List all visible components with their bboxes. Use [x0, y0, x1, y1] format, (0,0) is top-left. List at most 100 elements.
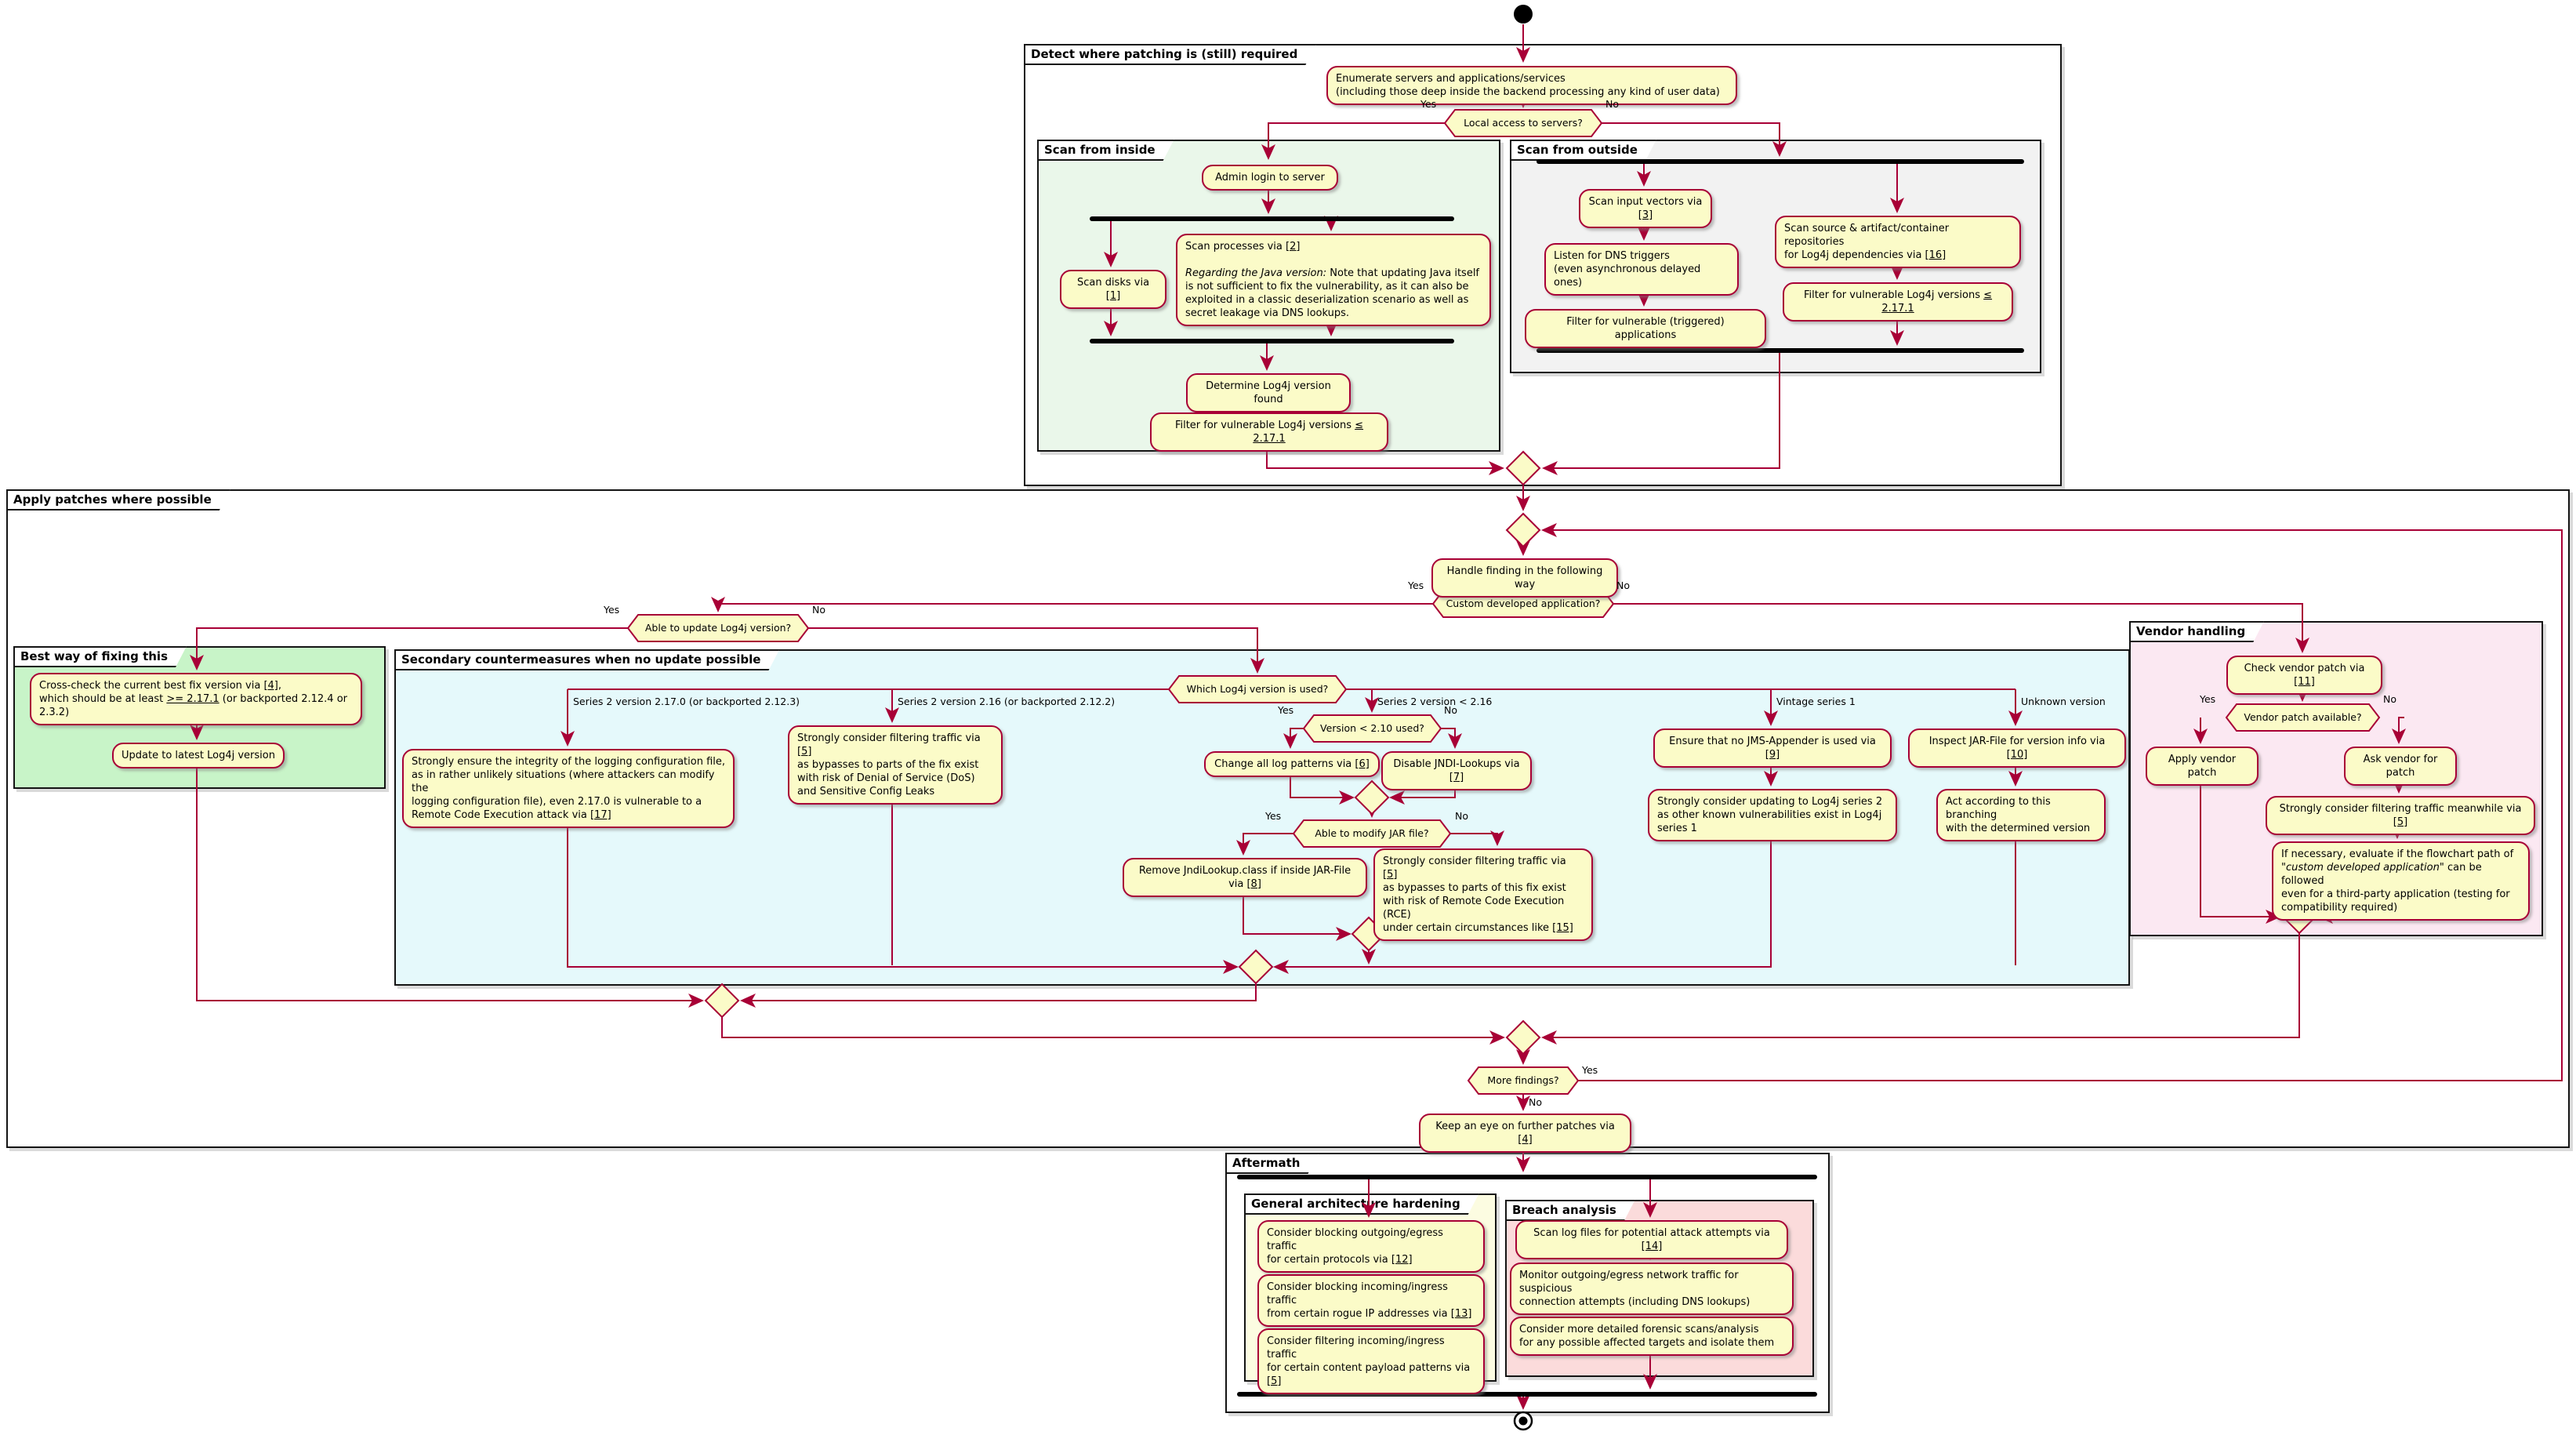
edge-label-able-no: No [812, 604, 825, 616]
edge-label-findings-no: No [1529, 1096, 1542, 1108]
decision-vendor-avail: Vendor patch available? [2244, 711, 2362, 723]
node-scan-input: Scan input vectors via [3] [1579, 189, 1712, 228]
edge-label-able-yes: Yes [604, 604, 620, 616]
start-node [1514, 5, 1533, 24]
reference-link[interactable]: [12] [1391, 1254, 1413, 1266]
node-filter-triggered: Filter for vulnerable (triggered) applic… [1525, 309, 1766, 348]
node-block-ingress: Consider blocking incoming/ingress traff… [1257, 1274, 1485, 1327]
node-scan-disks: Scan disks via [1] [1060, 270, 1166, 309]
reference-link[interactable]: [8] [1246, 878, 1261, 890]
edge-label-vendor-yes: Yes [2200, 693, 2216, 705]
decision-custom-app: Custom developed application? [1446, 598, 1601, 609]
reference-link[interactable]: [5] [2393, 816, 2408, 828]
reference-link[interactable]: [7] [1449, 772, 1464, 783]
node-scan-source: Scan source & artifact/container reposit… [1775, 216, 2021, 268]
partition-title-detect: Detect where patching is (still) require… [1024, 44, 1316, 65]
node-remove-jndilookup: Remove JndiLookup.class if inside JAR-Fi… [1123, 858, 1367, 897]
node-disable-jndi: Disable JNDI-Lookups via [7] [1381, 751, 1532, 790]
node-filter-outside: Filter for vulnerable Log4j versions ≤ 2… [1783, 282, 2013, 322]
edge-label-findings-yes: Yes [1582, 1064, 1598, 1076]
decision-local-access: Local access to servers? [1464, 117, 1583, 129]
reference-link[interactable]: ≤ 2.17.1 [1881, 289, 1993, 314]
reference-link[interactable]: [5] [1267, 1375, 1282, 1387]
edge-label-vendor-no: No [2383, 693, 2396, 705]
reference-link[interactable]: [13] [1450, 1308, 1472, 1320]
node-admin-login: Admin login to server [1202, 165, 1338, 191]
node-handle-finding: Handle finding in the following way [1431, 558, 1618, 598]
partition-title-hardening: General architecture hardening [1244, 1193, 1479, 1215]
reference-link[interactable]: [6] [1355, 758, 1370, 770]
partition-title-apply: Apply patches where possible [6, 489, 230, 510]
decision-which-version: Which Log4j version is used? [1186, 683, 1329, 695]
merge-diamond-detect [1505, 450, 1541, 486]
fork-join-bars [1090, 159, 2024, 1397]
node-enumerate: Enumerate servers and applications/servi… [1326, 66, 1737, 105]
node-scan-logs: Scan log files for potential attack atte… [1515, 1220, 1788, 1259]
edge-label-series-216: Series 2 version 2.16 (or backported 2.1… [898, 696, 1116, 707]
reference-link[interactable]: [10] [2006, 749, 2028, 761]
reference-link[interactable]: [14] [1641, 1241, 1663, 1252]
reference-link[interactable]: ≤ 2.17.1 [1253, 420, 1364, 445]
edge-label-custom-no: No [1616, 579, 1630, 591]
edge-label-local-yes: Yes [1420, 98, 1437, 110]
node-check-vendor: Check vendor patch via [11] [2226, 656, 2382, 695]
node-ask-vendor: Ask vendor for patch [2344, 747, 2457, 786]
node-update-series2: Strongly consider updating to Log4j seri… [1648, 789, 1897, 841]
reference-link[interactable]: [3] [1638, 209, 1653, 221]
decision-more-findings: More findings? [1487, 1074, 1559, 1086]
reference-link[interactable]: [2] [1286, 241, 1301, 253]
reference-link[interactable]: [5] [797, 746, 812, 758]
reference-link[interactable]: [15] [1552, 922, 1573, 934]
reference-link[interactable]: [5] [1383, 869, 1398, 881]
decision-shape-more-findings [1467, 1066, 1580, 1095]
decision-shape-version-210 [1302, 714, 1442, 743]
join-bar-outside [1537, 348, 2024, 353]
edge-label-unknown: Unknown version [2021, 696, 2106, 707]
decision-shapes [626, 109, 2381, 1095]
edge-label-v210-yes: Yes [1278, 704, 1294, 716]
node-filter-meanwhile: Strongly consider filtering traffic mean… [2266, 796, 2535, 835]
join-bar-inside [1090, 339, 1454, 343]
partition-title-best-way: Best way of fixing this [13, 646, 187, 667]
edges [190, 24, 2563, 1410]
node-ensure-integrity: Strongly ensure the integrity of the log… [402, 749, 735, 828]
partition-title-secondary: Secondary countermeasures when no update… [394, 649, 779, 670]
node-scan-processes: Scan processes via [2] Regarding the Jav… [1176, 234, 1491, 326]
node-filter-inside: Filter for vulnerable Log4j versions ≤ 2… [1150, 412, 1388, 452]
decision-shape-which-version [1167, 675, 1348, 703]
reference-link[interactable]: [16] [1925, 249, 1947, 261]
reference-link[interactable]: [9] [1765, 749, 1780, 761]
node-act-branching: Act according to this branching with the… [1936, 789, 2106, 841]
reference-link[interactable]: [4] [1518, 1134, 1533, 1146]
node-update-latest: Update to latest Log4j version [112, 743, 285, 768]
reference-link[interactable]: [17] [590, 809, 611, 821]
end-node-dot [1518, 1416, 1528, 1426]
reference-link[interactable]: [4] [263, 680, 278, 692]
node-evaluate-path: If necessary, evaluate if the flowchart … [2272, 841, 2530, 921]
node-monitor-egress: Monitor outgoing/egress network traffic … [1510, 1263, 1794, 1315]
edge-label-series-lt216: Series 2 version < 2.16 [1377, 696, 1493, 707]
node-block-egress: Consider blocking outgoing/egress traffi… [1257, 1220, 1485, 1273]
reference-link[interactable]: >= 2.17.1 [166, 693, 220, 705]
edge-label-modify-yes: Yes [1265, 810, 1282, 822]
node-cross-check: Cross-check the current best fix version… [30, 673, 362, 725]
decision-able-modify: Able to modify JAR file? [1315, 827, 1429, 839]
node-keep-eye: Keep an eye on further patches via [4] [1419, 1114, 1631, 1153]
reference-link[interactable]: [11] [2294, 676, 2315, 688]
merge-diamonds [704, 450, 2317, 1055]
decision-shape-vendor-avail [2225, 703, 2381, 732]
merge-diamond-loop [1505, 512, 1541, 548]
decision-shape-able-modify [1292, 819, 1452, 848]
partition-title-scan-outside: Scan from outside [1510, 140, 1656, 161]
partition-title-scan-inside: Scan from inside [1037, 140, 1174, 161]
edge-label-custom-yes: Yes [1408, 579, 1424, 591]
node-ensure-jms: Ensure that no JMS-Appender is used via … [1653, 728, 1892, 768]
edge-label-v210-no: No [1444, 704, 1457, 716]
fork-bar-inside [1090, 216, 1454, 221]
reference-link[interactable]: [1] [1105, 290, 1121, 302]
edge-label-modify-no: No [1455, 810, 1468, 822]
node-apply-vendor: Apply vendor patch [2146, 747, 2259, 786]
fork-bar-outside [1537, 159, 2024, 164]
node-forensic: Consider more detailed forensic scans/an… [1510, 1317, 1794, 1356]
